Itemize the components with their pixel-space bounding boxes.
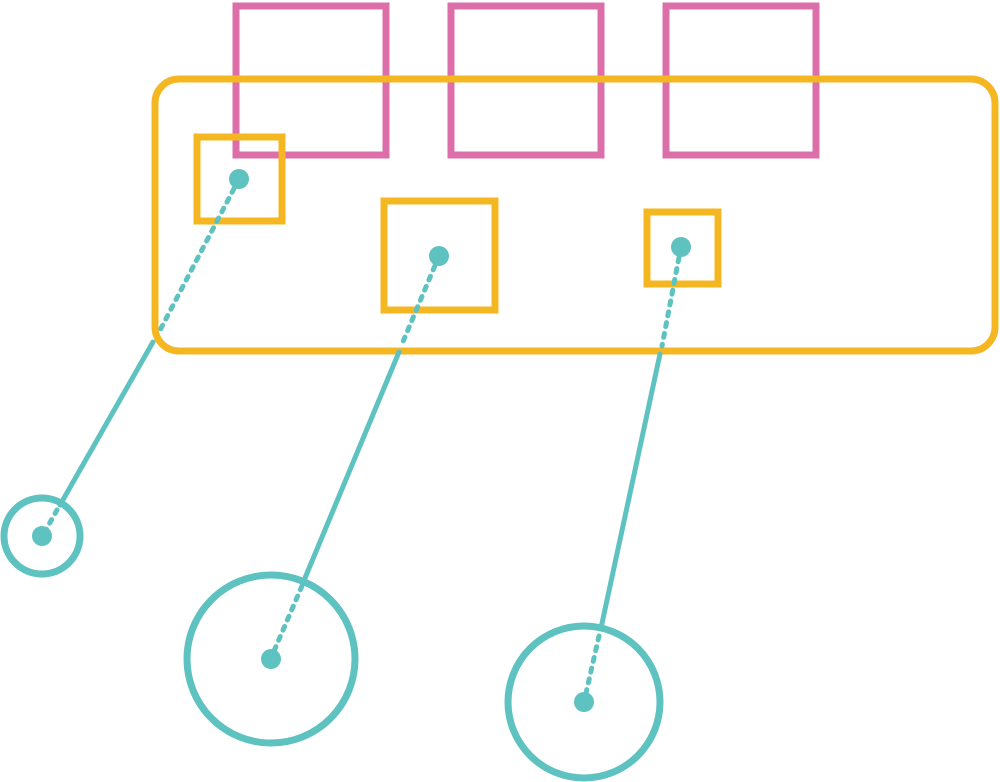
yellow-square-middle (380, 197, 499, 314)
teal-circle-middle (183, 571, 359, 747)
yellow-square-group (193, 133, 722, 314)
teal-dot-square-right (671, 237, 691, 257)
connector-left (0, 169, 249, 578)
teal-dot-circle-left (32, 526, 52, 546)
connector-middle (183, 246, 449, 747)
solid-line-left (57, 339, 156, 508)
teal-dot-square-left (229, 169, 249, 189)
yellow-square-left (193, 133, 286, 225)
dotted-line-middle-lower (268, 583, 305, 661)
dotted-line-left-upper (155, 176, 242, 337)
dotted-line-middle-upper (399, 253, 442, 347)
solid-line-right (598, 351, 663, 631)
yellow-square-right (643, 208, 722, 288)
teal-circle-left (0, 494, 84, 578)
teal-dot-square-middle (429, 246, 449, 266)
connector-right (504, 237, 691, 782)
teal-dot-circle-right (574, 692, 594, 712)
dotted-line-right-lower (581, 633, 602, 705)
solid-line-middle (302, 349, 402, 581)
yellow-container-frame (151, 75, 999, 355)
teal-circle-right (504, 622, 664, 782)
teal-dot-circle-middle (261, 649, 281, 669)
dotted-line-right-upper (659, 244, 684, 349)
